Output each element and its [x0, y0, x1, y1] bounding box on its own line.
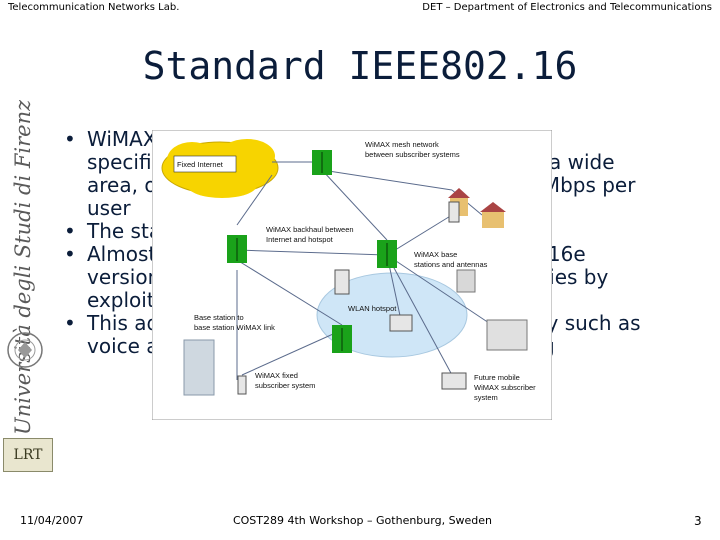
label-mesh: between subscriber systems: [365, 150, 460, 159]
university-seal-icon: [7, 332, 43, 368]
university-name: Università degli Studi di Firenze: [11, 100, 35, 435]
computer-icon: [237, 201, 467, 395]
antenna-icon: [236, 152, 388, 351]
header-lab-name: Telecommunication Networks Lab.: [8, 2, 180, 13]
internet-cloud-icon: [161, 139, 279, 198]
page-number: 3: [694, 514, 702, 528]
label-mesh: WiMAX mesh network: [365, 140, 439, 149]
label-bs-link: Base station to: [194, 313, 244, 322]
label-mobile-subscriber: WiMAX subscriber: [474, 383, 536, 392]
label-backhaul: WiMAX backhaul between: [266, 225, 354, 234]
label-base-stations: stations and antennas: [414, 260, 488, 269]
lab-logo: LRT: [3, 438, 53, 472]
slide-title: Standard IEEE802.16: [142, 44, 578, 88]
label-backhaul: Internet and hotspot: [266, 235, 334, 244]
label-fixed-subscriber: subscriber system: [255, 381, 315, 390]
label-fixed-internet: Fixed Internet: [177, 160, 224, 169]
label-wlan-hotspot: WLAN hotspot: [348, 304, 397, 313]
header-department: DET – Department of Electronics and Tele…: [422, 2, 712, 13]
label-base-stations: WiMAX base: [414, 250, 457, 259]
label-bs-link: base station WiMAX link: [194, 323, 275, 332]
wimax-network-diagram: Fixed Internet WiMAX mesh network betwee…: [152, 130, 552, 420]
label-mobile-subscriber: system: [474, 393, 498, 402]
label-mobile-subscriber: Future mobile: [474, 373, 520, 382]
university-logo: Università degli Studi di Firenze: [7, 100, 43, 435]
footer-event: COST289 4th Workshop – Gothenburg, Swede…: [232, 514, 493, 527]
footer-date: 11/04/2007: [20, 514, 84, 527]
label-fixed-subscriber: WiMAX fixed: [255, 371, 298, 380]
